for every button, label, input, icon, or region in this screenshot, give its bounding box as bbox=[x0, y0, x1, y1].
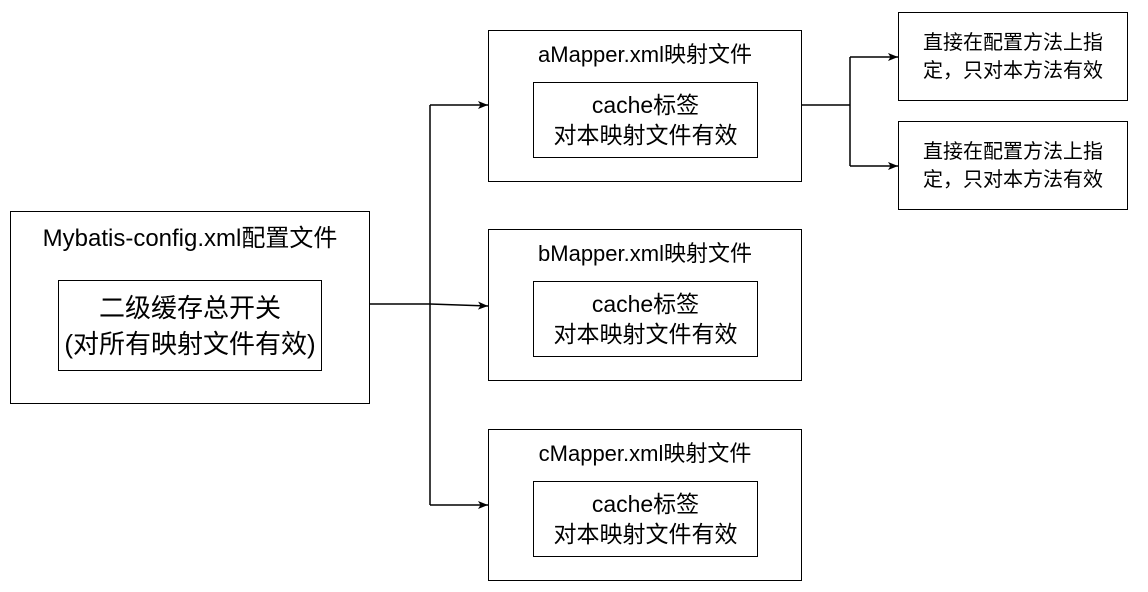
method-box-1-line-2: 定，只对本方法有效 bbox=[923, 59, 1103, 82]
arrow-to-mapper-b bbox=[429, 301, 489, 310]
mapper-a-cache-line-1: cache标签 bbox=[591, 92, 700, 118]
mapper-box-b: bMapper.xml映射文件 cache标签 对本映射文件有效 bbox=[488, 229, 802, 381]
config-box: Mybatis-config.xml配置文件 二级缓存总开关 (对所有映射文件有… bbox=[10, 211, 370, 404]
config-box-title: Mybatis-config.xml配置文件 bbox=[42, 225, 338, 252]
mapper-box-a: aMapper.xml映射文件 cache标签 对本映射文件有效 bbox=[488, 30, 802, 182]
mapper-c-cache-line-1: cache标签 bbox=[591, 491, 700, 517]
mapper-a-title: aMapper.xml映射文件 bbox=[538, 42, 752, 67]
mapper-b-cache-line-2: 对本映射文件有效 bbox=[553, 321, 738, 347]
mapper-c-cache-line-2: 对本映射文件有效 bbox=[553, 521, 738, 547]
method-box-2-line-1: 直接在配置方法上指 bbox=[923, 140, 1103, 163]
config-inner-line-2: (对所有映射文件有效) bbox=[64, 328, 316, 359]
mapper-b-cache-box: cache标签 对本映射文件有效 bbox=[533, 281, 758, 357]
method-box-1: 直接在配置方法上指 定，只对本方法有效 bbox=[898, 12, 1128, 101]
mapper-a-cache-box: cache标签 对本映射文件有效 bbox=[533, 82, 758, 158]
mapper-c-title: cMapper.xml映射文件 bbox=[538, 441, 752, 466]
method-box-2: 直接在配置方法上指 定，只对本方法有效 bbox=[898, 121, 1128, 210]
config-inner-box: 二级缓存总开关 (对所有映射文件有效) bbox=[58, 280, 322, 371]
config-inner-line-1: 二级缓存总开关 bbox=[98, 292, 281, 323]
mapper-a-cache-line-2: 对本映射文件有效 bbox=[553, 122, 738, 148]
method-box-2-line-2: 定，只对本方法有效 bbox=[923, 168, 1103, 191]
method-box-1-line-1: 直接在配置方法上指 bbox=[923, 31, 1103, 54]
mapper-b-title: bMapper.xml映射文件 bbox=[538, 241, 752, 266]
mapper-c-cache-box: cache标签 对本映射文件有效 bbox=[533, 481, 758, 557]
mapper-b-cache-line-1: cache标签 bbox=[591, 291, 700, 317]
mapper-box-c: cMapper.xml映射文件 cache标签 对本映射文件有效 bbox=[488, 429, 802, 581]
